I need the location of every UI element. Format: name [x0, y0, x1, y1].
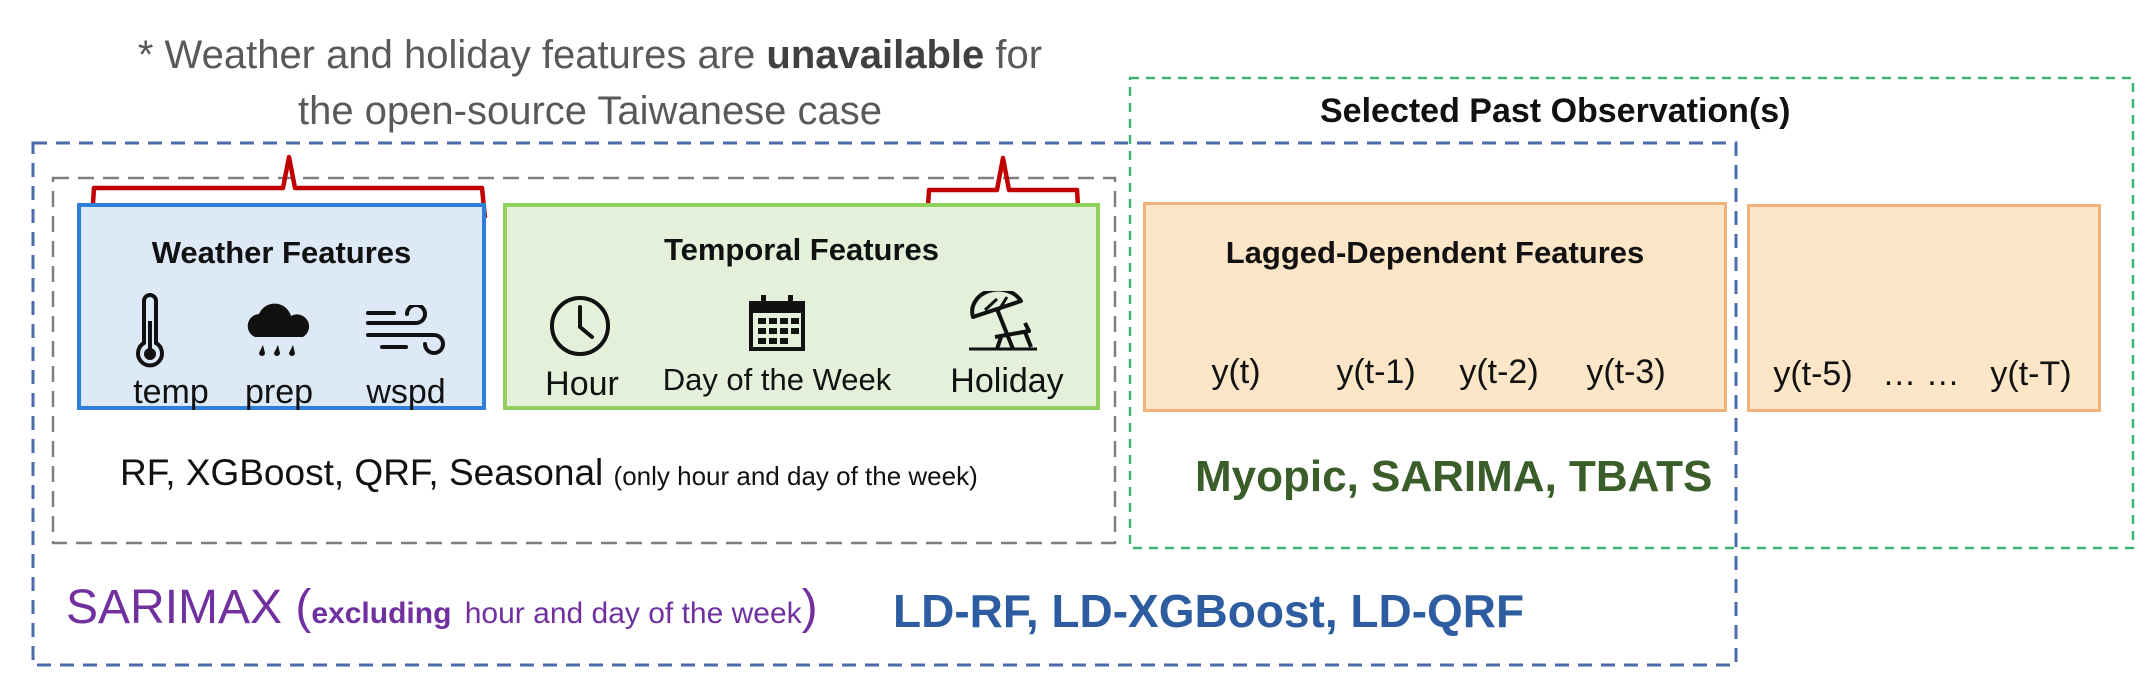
- ml-models-frame: [51, 176, 1117, 545]
- rain-cloud-icon: [247, 303, 310, 356]
- lag-y-t-T: y(t-T): [1990, 355, 2072, 393]
- thermometer-icon: [136, 293, 164, 368]
- ld-models-frame: [31, 141, 1738, 667]
- temporal-features-title: Temporal Features: [663, 232, 940, 267]
- ml-models-main: RF, XGBoost, QRF, Seasonal: [120, 452, 604, 493]
- lagged-features-box: Lagged-Dependent Features y(t) y(t-1) y(…: [1143, 202, 1727, 412]
- sarimax-name: SARIMAX: [66, 581, 283, 634]
- weather-item-wspd: wspd: [366, 373, 446, 411]
- lag-y-t-2: y(t-2): [1459, 353, 1539, 391]
- note-emphasis: unavailable: [766, 33, 985, 77]
- note-prefix: * Weather and holiday features are: [137, 33, 756, 77]
- lag-ellipsis: … …: [1882, 355, 1960, 393]
- sarimax-rest: hour and day of the week: [464, 597, 802, 630]
- weather-features-box: Weather Features temp prep wspd: [77, 203, 486, 411]
- temporal-item-hour: Hour: [545, 365, 619, 403]
- note-suffix: for: [995, 33, 1043, 77]
- weather-brace: [89, 154, 488, 219]
- ml-models-label: RF, XGBoost, QRF, Seasonal (only hour an…: [120, 452, 978, 494]
- wind-icon: [366, 305, 445, 355]
- lagged-features-title: Lagged-Dependent Features: [1225, 235, 1645, 270]
- lag-y-t-3: y(t-3): [1586, 353, 1666, 391]
- availability-note-line2: the open-source Taiwanese case: [297, 89, 883, 133]
- ld-models-label: LD-RF, LD-XGBoost, LD-QRF: [893, 585, 1525, 637]
- sarimax-close-paren: ): [801, 581, 818, 634]
- lag-y-t: y(t): [1211, 353, 1261, 391]
- beach-icon: [969, 291, 1037, 351]
- stat-models-label: Myopic, SARIMA, TBATS: [1195, 452, 1713, 501]
- sarimax-label: SARIMAX (excluding hour and day of the w…: [66, 580, 818, 635]
- lag-y-t-5: y(t-5): [1773, 355, 1853, 393]
- weather-features-title: Weather Features: [151, 235, 412, 270]
- weather-item-prep: prep: [244, 373, 314, 411]
- lag-y-t-1: y(t-1): [1336, 353, 1416, 391]
- lagged-features-box-extended: y(t-5) … … y(t-T): [1747, 204, 2101, 412]
- calendar-icon: [749, 295, 805, 351]
- selected-past-title: Selected Past Observation(s): [1320, 92, 1791, 130]
- weather-item-temp: temp: [133, 373, 209, 411]
- temporal-item-day-of-week: Day of the Week: [662, 362, 892, 397]
- sarimax-excluding: excluding: [311, 597, 452, 630]
- selected-past-frame: [1128, 76, 2135, 550]
- sarimax-open-paren: (: [295, 581, 312, 634]
- ml-models-note: (only hour and day of the week): [613, 461, 978, 491]
- temporal-item-holiday: Holiday: [950, 362, 1064, 400]
- clock-icon: [550, 296, 610, 356]
- holiday-brace: [924, 155, 1082, 223]
- temporal-features-box: Temporal Features Hour Day of the Week H…: [503, 203, 1100, 410]
- availability-note: * Weather and holiday features are unava…: [80, 28, 1100, 82]
